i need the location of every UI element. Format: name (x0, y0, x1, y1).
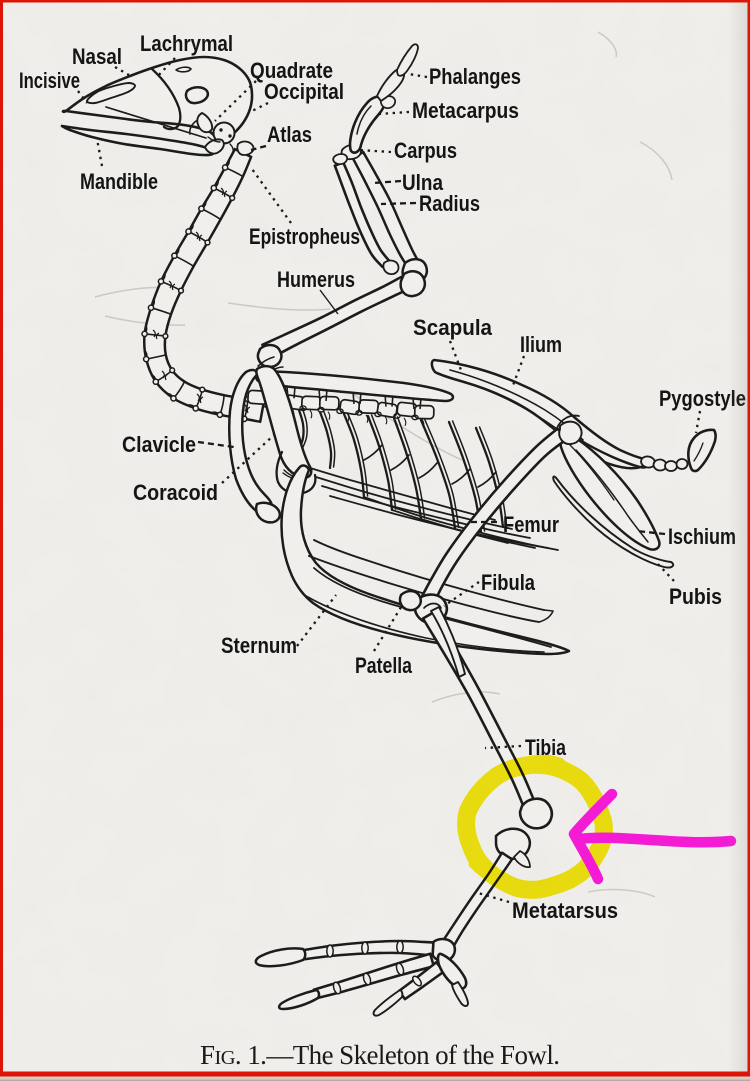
svg-text:Phalanges: Phalanges (429, 64, 521, 89)
svg-text:Mandible: Mandible (80, 169, 158, 194)
svg-text:Metatarsus: Metatarsus (512, 898, 618, 923)
svg-text:Tibia: Tibia (525, 735, 567, 760)
svg-text:Incisive: Incisive (19, 68, 80, 93)
svg-text:Metacarpus: Metacarpus (412, 98, 519, 123)
svg-text:Atlas: Atlas (267, 122, 312, 147)
svg-text:Radius: Radius (419, 191, 480, 216)
svg-text:Lachrymal: Lachrymal (140, 31, 233, 56)
svg-text:Quadrate: Quadrate (250, 58, 333, 83)
svg-text:Patella: Patella (355, 653, 413, 678)
svg-text:Fibula: Fibula (481, 570, 536, 595)
svg-text:Ulna: Ulna (402, 170, 444, 195)
svg-text:Epistropheus: Epistropheus (249, 224, 360, 249)
svg-text:Occipital: Occipital (264, 79, 344, 104)
svg-text:Coracoid: Coracoid (133, 480, 218, 505)
svg-text:Ilium: Ilium (520, 332, 562, 357)
svg-text:Ischium: Ischium (668, 524, 736, 549)
svg-text:Scapula: Scapula (413, 315, 493, 340)
svg-text:Sternum: Sternum (221, 633, 297, 658)
svg-text:Femur: Femur (503, 512, 559, 537)
svg-text:Humerus: Humerus (277, 267, 355, 292)
svg-text:Clavicle: Clavicle (122, 432, 196, 457)
svg-text:Pubis: Pubis (669, 584, 722, 609)
svg-text:Carpus: Carpus (394, 138, 457, 163)
svg-text:FIG. 1.—The Skeleton of the Fo: FIG. 1.—The Skeleton of the Fowl. (200, 1040, 560, 1070)
svg-text:Nasal: Nasal (72, 44, 122, 69)
